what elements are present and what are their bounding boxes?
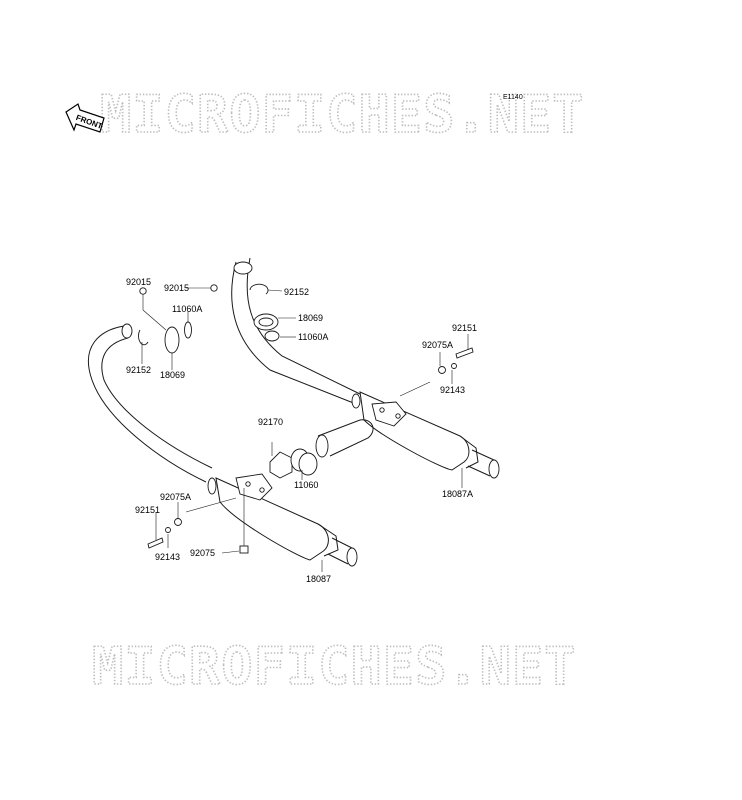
part-label: 18087A bbox=[442, 489, 473, 499]
watermark-top: MICROFICHES.NET bbox=[100, 85, 585, 145]
small-parts bbox=[138, 283, 474, 554]
front-exhaust-pipe bbox=[87, 323, 358, 567]
part-label: 92151 bbox=[135, 505, 160, 515]
part-label: 92143 bbox=[440, 385, 465, 395]
part-label: 11060A bbox=[298, 332, 328, 342]
diagram-code: E1140 bbox=[503, 94, 523, 101]
part-label: 18069 bbox=[298, 313, 323, 323]
part-label: 11060 bbox=[294, 480, 318, 490]
watermark-bottom: MICROFICHES.NET bbox=[92, 637, 577, 697]
part-labels: 92015 92015 92152 11060A 18069 11060A 92… bbox=[126, 277, 477, 584]
part-label: 92015 bbox=[164, 283, 189, 293]
part-label: 92170 bbox=[258, 417, 283, 427]
part-label: 92151 bbox=[452, 323, 477, 333]
part-label: 11060A bbox=[172, 304, 202, 314]
part-label: 92143 bbox=[155, 552, 180, 562]
part-label: 18069 bbox=[160, 370, 185, 380]
leader-lines bbox=[141, 287, 469, 572]
part-label: 92075A bbox=[160, 492, 191, 502]
part-label: 92075 bbox=[190, 548, 215, 558]
part-label: 92015 bbox=[126, 277, 151, 287]
front-arrow-icon: FRONT bbox=[65, 103, 105, 133]
part-label: 92152 bbox=[284, 287, 309, 297]
part-label: 92152 bbox=[126, 365, 151, 375]
part-label: 92075A bbox=[422, 340, 453, 350]
rear-exhaust-pipe bbox=[231, 257, 500, 479]
part-label: 18087 bbox=[306, 574, 331, 584]
